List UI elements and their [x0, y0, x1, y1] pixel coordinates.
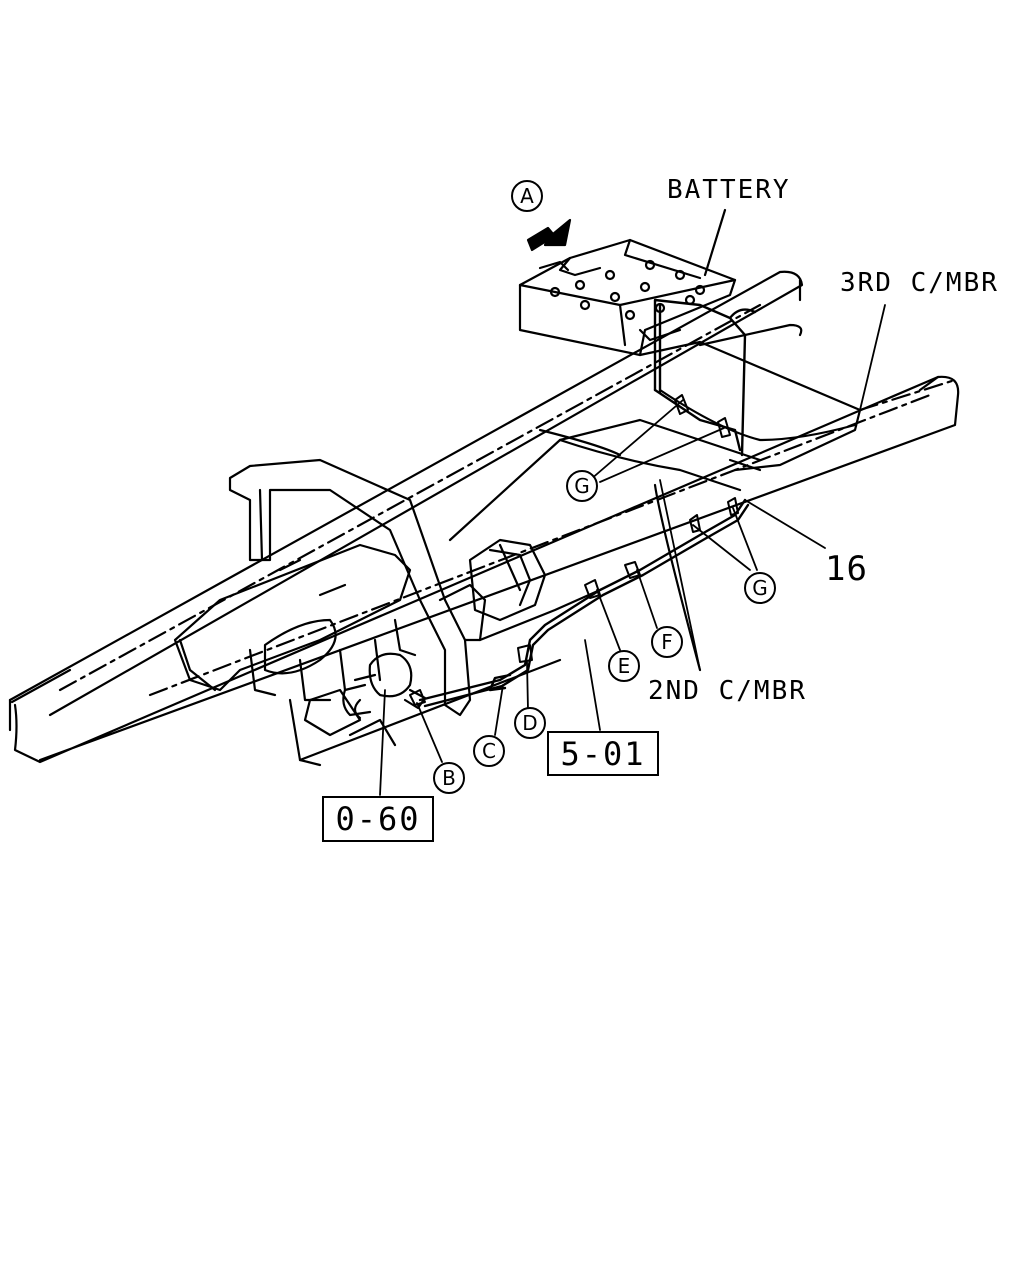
callout-e: E	[608, 650, 640, 682]
battery-leader	[703, 208, 727, 277]
callout-d: D	[514, 707, 546, 739]
callout-f: F	[651, 626, 683, 658]
reference-0-60: 0-60	[322, 796, 434, 842]
callout-c: C	[473, 735, 505, 767]
battery-label: BATTERY	[667, 175, 791, 205]
reference-5-01: 5-01	[547, 731, 659, 776]
frame-rail-far	[8, 270, 804, 732]
callout-leaders	[379, 304, 886, 796]
transmission	[468, 538, 547, 622]
third-cross-member	[638, 323, 862, 472]
callout-g-lower: G	[744, 572, 776, 604]
callout-b: B	[433, 762, 465, 794]
front-cross-member	[228, 458, 487, 717]
harness-clips	[409, 394, 739, 706]
engine-block	[173, 543, 417, 747]
part-number-label: 16	[825, 549, 868, 589]
wiring-harness	[418, 298, 757, 708]
callout-a: A	[511, 180, 543, 212]
view-arrow-a	[526, 218, 572, 252]
callout-g-upper: G	[566, 470, 598, 502]
third-cross-member-label: 3RD C/MBR	[840, 268, 999, 298]
battery-box	[518, 238, 737, 357]
frame-rail-near	[10, 303, 960, 764]
second-cross-member-label: 2ND C/MBR	[648, 676, 807, 706]
